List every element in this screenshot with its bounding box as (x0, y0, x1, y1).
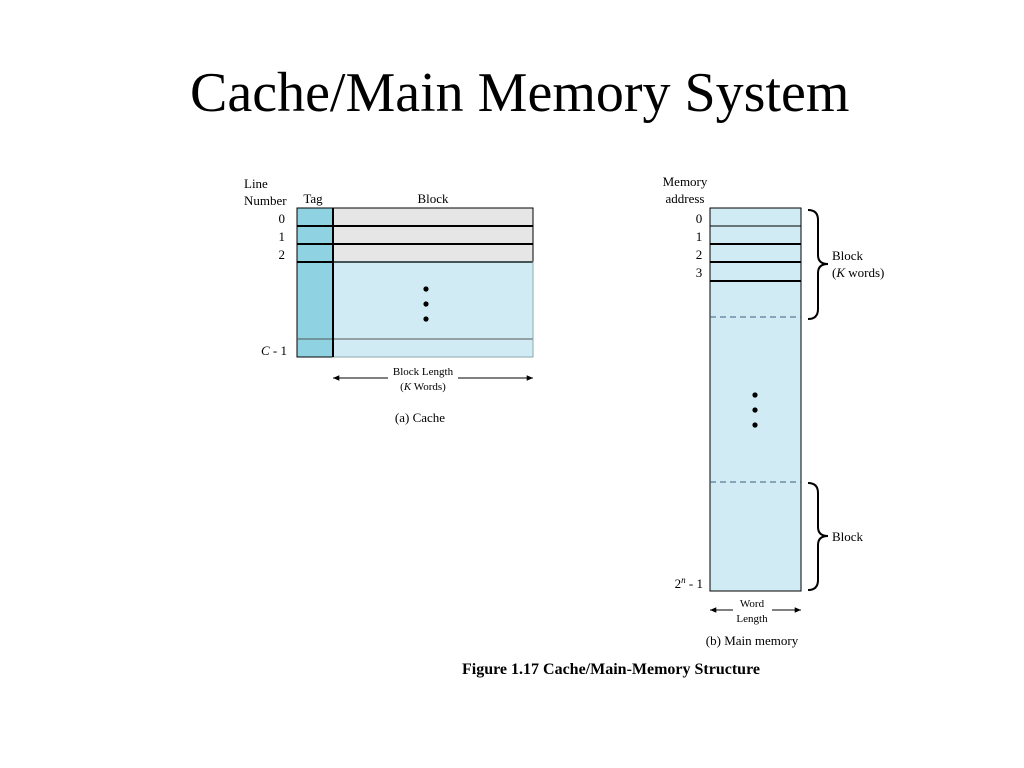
memory-row-number: 2 (696, 247, 703, 262)
block-label-bottom: Block (832, 529, 864, 544)
block-length-label-1: Block Length (393, 366, 454, 378)
memory-ellipsis (752, 392, 758, 428)
memory-caption: (b) Main memory (706, 633, 799, 648)
block-brace-bottom (807, 482, 829, 591)
cache-ellipsis (423, 286, 429, 322)
memory-address-label-1: Memory (663, 174, 708, 189)
tag-column-label: Tag (303, 191, 323, 206)
block-label-top-1: Block (832, 248, 864, 263)
figure-caption: Figure 1.17 Cache/Main-Memory Structure (462, 661, 760, 678)
memory-row-number: 0 (696, 211, 703, 226)
cache-last-row-number: C - 1 (261, 343, 287, 358)
word-length-label-2: Length (736, 613, 768, 625)
word-length-label-1: Word (740, 598, 765, 610)
memory-address-label-2: address (666, 191, 705, 206)
block-column-label: Block (417, 191, 449, 206)
line-number-label-1: Line (244, 176, 268, 191)
line-number-label-2: Number (244, 193, 287, 208)
memory-row-number: 3 (696, 265, 703, 280)
cache-caption: (a) Cache (395, 410, 445, 425)
cache-row-number: 0 (279, 211, 286, 226)
memory-row-number: 1 (696, 229, 703, 244)
memory-last-row-number: 2n - 1 (675, 575, 703, 591)
cache-block-row (332, 243, 534, 263)
cache-row-number: 1 (279, 229, 286, 244)
block-length-label-2: (K Words) (400, 381, 446, 393)
cache-diagram: Line Number Tag Block 0 1 2 C - 1 (244, 176, 534, 425)
cache-block-row (332, 225, 534, 245)
block-label-top-2: (K words) (832, 265, 884, 280)
memory-diagram: Memory address 0 1 2 3 2n - 1 Block (K w… (663, 174, 885, 648)
block-brace-top (807, 209, 829, 320)
tag-column (296, 207, 334, 358)
slide-title: Cache/Main Memory System (190, 62, 850, 124)
memory-column (709, 207, 802, 592)
cache-row-number: 2 (279, 247, 286, 262)
block-area-blue (333, 262, 533, 357)
cache-block-row (332, 207, 534, 227)
